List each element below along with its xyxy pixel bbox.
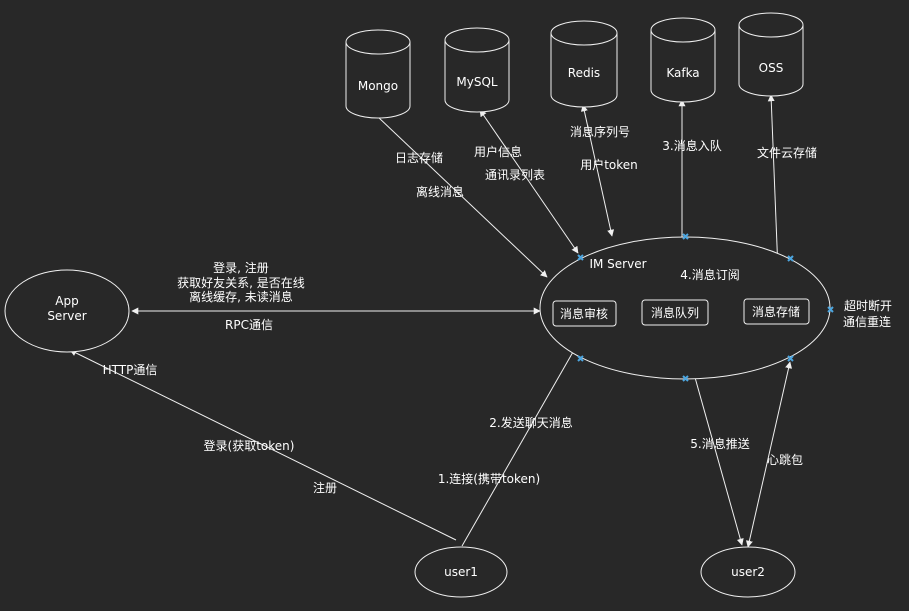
label-rpc: RPC通信 <box>225 318 273 332</box>
label-push: 5.消息推送 <box>690 436 749 451</box>
kafka-label: Kafka <box>666 66 699 80</box>
mysql-db: MySQL <box>444 27 510 113</box>
edge-mysql-im <box>479 109 579 254</box>
label-offline-msg: 离线消息 <box>416 184 464 199</box>
mongo-db: Mongo <box>345 29 411 119</box>
label-msg-seq: 消息序列号 <box>570 124 630 139</box>
label-friend-online: 获取好友关系, 是否在线 <box>177 276 305 290</box>
connection-markers <box>577 233 834 382</box>
app-server-node: App Server <box>4 269 130 353</box>
msg-audit-label: 消息审核 <box>560 306 608 321</box>
label-register: 注册 <box>313 480 337 495</box>
label-reconnect: 通信重连 <box>843 314 891 329</box>
label-send-chat: 2.发送聊天消息 <box>489 415 572 430</box>
label-enqueue: 3.消息入队 <box>662 138 721 153</box>
msg-queue-label: 消息队列 <box>651 305 699 320</box>
kafka-db: Kafka <box>650 17 716 103</box>
edge-user1-im <box>461 344 578 547</box>
edge-user1-app <box>69 349 457 541</box>
label-user-info: 用户信息 <box>474 144 522 159</box>
mongo-label: Mongo <box>358 79 398 93</box>
msg-queue-box <box>641 299 709 326</box>
label-heartbeat: 心跳包 <box>767 453 803 467</box>
user2-node: user2 <box>700 546 796 598</box>
app-server-label-1: App <box>55 294 78 308</box>
msg-store-box <box>743 298 810 325</box>
msg-audit-box <box>552 300 617 327</box>
im-server-label: IM Server <box>589 257 646 271</box>
edge-labels: 日志存储 离线消息 用户信息 通讯录列表 消息序列号 用户token 3.消息入… <box>103 124 892 495</box>
user1-node: user1 <box>414 546 508 598</box>
label-user-token: 用户token <box>580 157 638 172</box>
redis-db: Redis <box>550 20 618 108</box>
im-server-node: IM Server 消息审核 消息队列 消息存储 <box>539 236 831 380</box>
oss-db: OSS <box>738 12 804 97</box>
edge-redis-im <box>580 104 615 237</box>
label-http: HTTP通信 <box>103 363 158 377</box>
mysql-label: MySQL <box>456 75 498 89</box>
msg-store-label: 消息存储 <box>752 304 800 319</box>
label-timeout: 超时断开 <box>844 298 892 313</box>
label-file-storage: 文件云存储 <box>757 145 817 160</box>
user2-label: user2 <box>731 565 765 579</box>
label-connect: 1.连接(携带token) <box>438 471 540 486</box>
edge-heartbeat <box>745 361 793 548</box>
label-login-token: 登录(获取token) <box>204 438 295 453</box>
user1-label: user1 <box>444 565 478 579</box>
oss-label: OSS <box>759 61 784 75</box>
label-login-register: 登录, 注册 <box>213 260 269 275</box>
label-contact-list: 通讯录列表 <box>485 168 545 182</box>
app-server-label-2: Server <box>47 309 86 323</box>
redis-label: Redis <box>568 66 600 80</box>
label-offline-cache: 离线缓存, 未读消息 <box>189 289 293 304</box>
label-subscribe: 4.消息订阅 <box>680 267 739 282</box>
label-log-store: 日志存储 <box>395 150 443 165</box>
